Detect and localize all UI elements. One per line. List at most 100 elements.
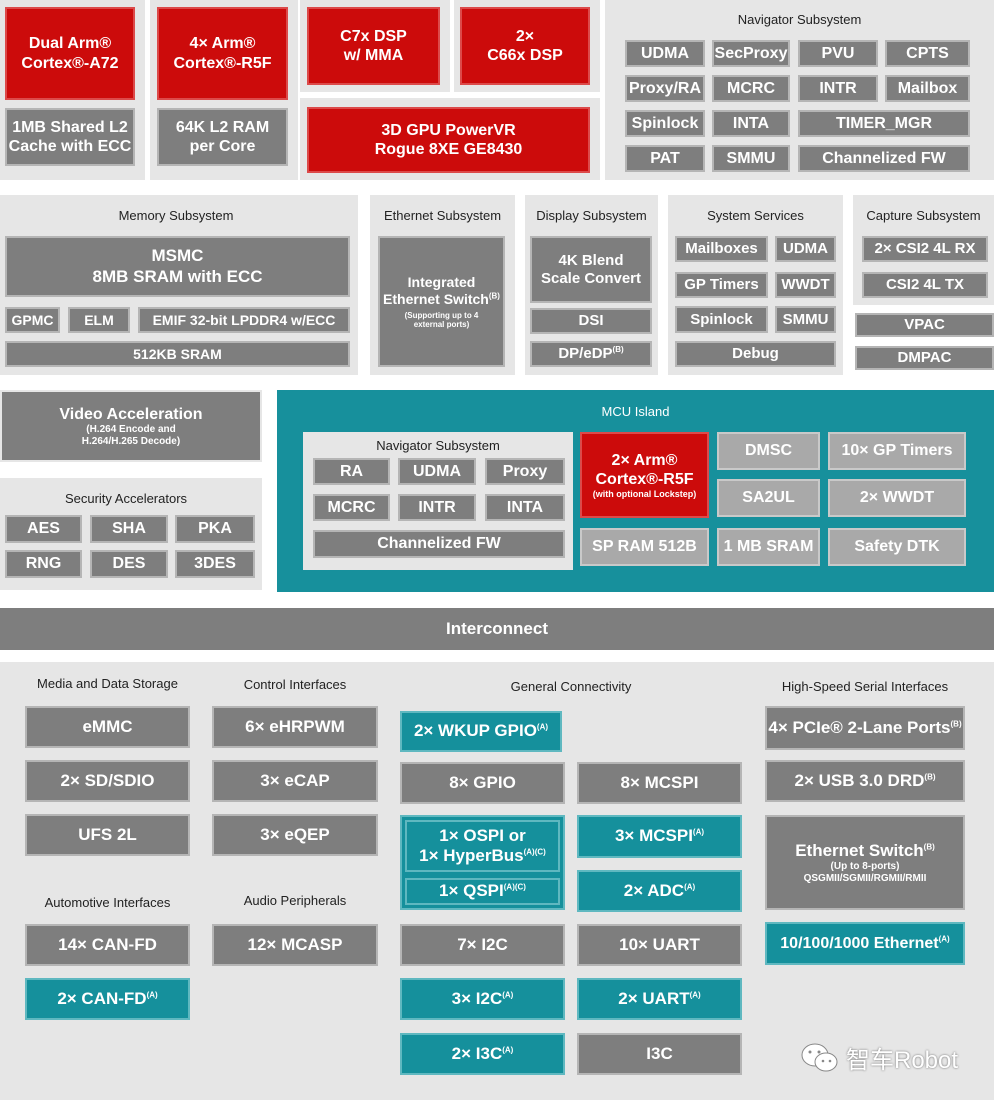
eqep-block: 3× eQEP [212,814,378,856]
msmc-block: MSMC 8MB SRAM with ECC [5,236,350,297]
dmpac-block: DMPAC [855,346,994,370]
usb-block: 2× USB 3.0 DRD(B) [765,760,965,802]
nav-timer-mgr: TIMER_MGR [798,110,970,137]
uart-block: 10× UART [577,924,742,966]
mcu-r5f-block: 2× Arm® Cortex®-R5F(with optional Lockst… [580,432,709,518]
nav-udma: UDMA [625,40,705,67]
nav-mcrc: MCRC [712,75,790,102]
sys-spinlock: Spinlock [675,306,768,333]
gpu-block: 3D GPU PowerVR Rogue 8XE GE8430 [307,107,590,173]
nav-pat: PAT [625,145,705,172]
system-services-title: System Services [707,208,804,223]
sys-udma: UDMA [775,236,836,262]
gpmc-block: GPMC [5,307,60,333]
sram-block: 512KB SRAM [5,341,350,367]
emmc-block: eMMC [25,706,190,748]
nav-cpts: CPTS [885,40,970,67]
mcu-nav-ra: RA [313,458,390,485]
general-connectivity-title: General Connectivity [510,679,632,694]
mcu-navigator-title: Navigator Subsystem [376,438,500,453]
sd-sdio-block: 2× SD/SDIO [25,760,190,802]
mcu-i2c-block: 3× I2C(A) [400,978,565,1020]
watermark: 智车Robot [800,1040,958,1075]
l2-ram-block: 64K L2 RAM per Core [157,108,288,166]
interconnect-bar: Interconnect [0,608,994,650]
i3c-block: I3C [577,1033,742,1075]
ethernet-switch-block: Ethernet Switch(B)(Up to 8-ports) QSGMII… [765,815,965,910]
mcspi-block: 8× MCSPI [577,762,742,804]
nav-pvu: PVU [798,40,878,67]
display-title: Display Subsystem [536,208,647,223]
sys-mailboxes: Mailboxes [675,236,768,262]
memory-title: Memory Subsystem [118,208,234,223]
ufs-block: UFS 2L [25,814,190,856]
qspi-block: 1× QSPI(A)(C) [405,878,560,905]
vpac-block: VPAC [855,313,994,337]
mcu-sram-block: 1 MB SRAM [717,528,820,566]
csi2-tx-block: CSI2 4L TX [862,272,988,298]
i2c-block: 7× I2C [400,924,565,966]
cortex-a72-block: Dual Arm® Cortex®-A72 [5,7,135,100]
nav-mailbox: Mailbox [885,75,970,102]
gigabit-ethernet-block: 10/100/1000 Ethernet(A) [765,922,965,965]
nav-spinlock: Spinlock [625,110,705,137]
capture-title: Capture Subsystem [866,208,981,223]
elm-block: ELM [68,307,130,333]
dp-edp-block: DP/eDP(B) [530,341,652,367]
media-title: Media and Data Storage [37,676,178,691]
sec-rng: RNG [5,550,82,578]
mcu-island-title: MCU Island [601,404,670,419]
sec-sha: SHA [90,515,168,543]
mcu-i3c-block: 2× I3C(A) [400,1033,565,1075]
integrated-ethernet-switch-block: Integrated Ethernet Switch(B)(Supporting… [378,236,505,367]
mcu-gp-timers-block: 10× GP Timers [828,432,966,470]
dsi-block: DSI [530,308,652,334]
c7x-dsp-block: C7x DSP w/ MMA [307,7,440,85]
mcu-can-fd-block: 2× CAN-FD(A) [25,978,190,1020]
nav-intr: INTR [798,75,878,102]
sec-pka: PKA [175,515,255,543]
mcu-nav-inta: INTA [485,494,565,521]
nav-secproxy: SecProxy [712,40,790,67]
navigator-title: Navigator Subsystem [737,12,862,27]
mcu-wwdt-block: 2× WWDT [828,479,966,517]
dmsc-block: DMSC [717,432,820,470]
mcu-nav-proxy: Proxy [485,458,565,485]
can-fd-block: 14× CAN-FD [25,924,190,966]
wkup-gpio-block: 2× WKUP GPIO(A) [400,711,562,752]
sec-3des: 3DES [175,550,255,578]
ethernet-title: Ethernet Subsystem [383,208,502,223]
csi2-rx-block: 2× CSI2 4L RX [862,236,988,262]
mcu-uart-block: 2× UART(A) [577,978,742,1020]
adc-block: 2× ADC(A) [577,870,742,912]
mcu-mcspi-block: 3× MCSPI(A) [577,815,742,858]
safety-dtk-block: Safety DTK [828,528,966,566]
sys-wwdt: WWDT [775,272,836,298]
ehrpwm-block: 6× eHRPWM [212,706,378,748]
c66x-dsp-block: 2× C66x DSP [460,7,590,85]
wechat-icon [801,1043,838,1071]
control-title: Control Interfaces [243,677,347,692]
watermark-text: 智车Robot [846,1047,959,1074]
mcu-nav-mcrc: MCRC [313,494,390,521]
gpio-block: 8× GPIO [400,762,565,804]
ecap-block: 3× eCAP [212,760,378,802]
video-acceleration-block: Video Acceleration(H.264 Encode and H.26… [0,390,262,462]
emif-block: EMIF 32-bit LPDDR4 w/ECC [138,307,350,333]
l2-cache-block: 1MB Shared L2 Cache with ECC [5,108,135,166]
security-title: Security Accelerators [64,491,188,506]
sys-gp-timers: GP Timers [675,272,768,298]
mcu-nav-intr: INTR [398,494,476,521]
mcu-nav-channelized-fw: Channelized FW [313,530,565,558]
sys-smmu: SMMU [775,306,836,333]
blend-scale-block: 4K Blend Scale Convert [530,236,652,303]
sec-aes: AES [5,515,82,543]
nav-inta: INTA [712,110,790,137]
automotive-title: Automotive Interfaces [44,895,171,910]
mcasp-block: 12× MCASP [212,924,378,966]
nav-smmu: SMMU [712,145,790,172]
cortex-r5f-block: 4× Arm® Cortex®-R5F [157,7,288,100]
mcu-nav-udma: UDMA [398,458,476,485]
sec-des: DES [90,550,168,578]
ospi-hyperbus-block: 1× OSPI or 1× HyperBus(A)(C) [405,820,560,872]
